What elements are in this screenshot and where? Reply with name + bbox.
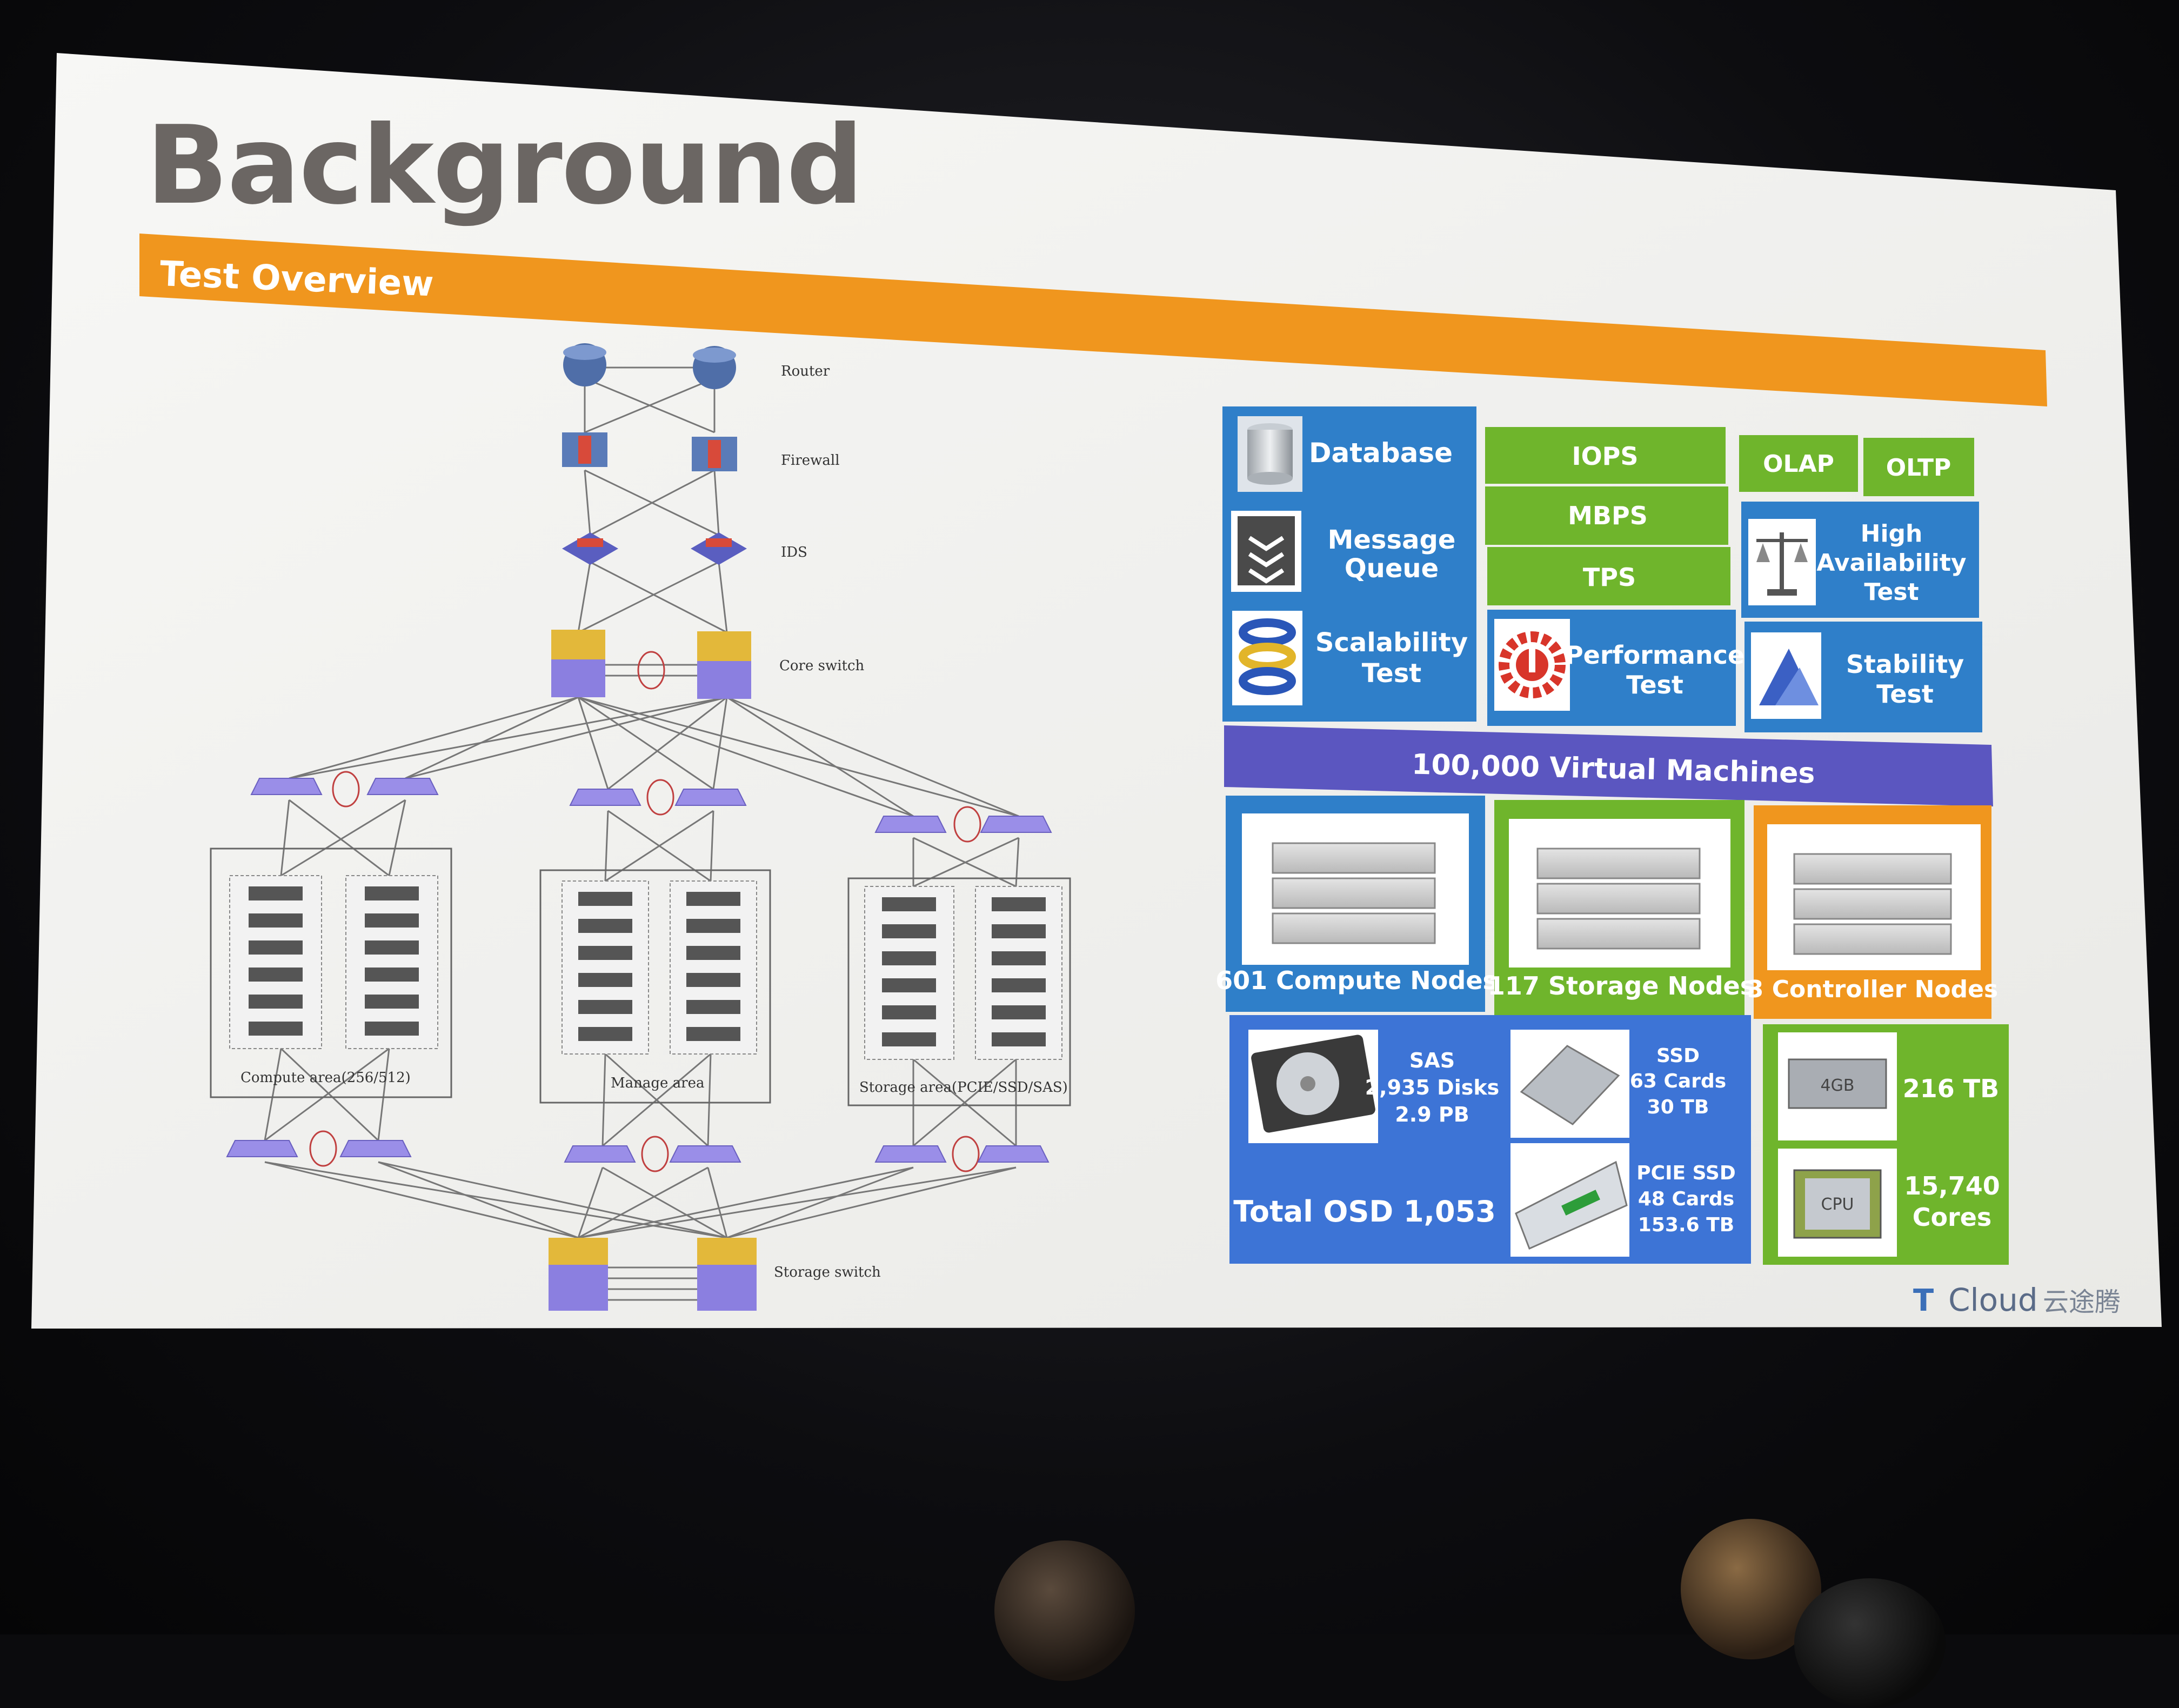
storage-switch-label: Storage switch [774, 1264, 881, 1280]
core-switch-label: Core switch [779, 658, 865, 674]
tps-label: TPS [1583, 563, 1636, 592]
projection-screen: Test Overview [31, 53, 2162, 1708]
mountain-icon [1751, 632, 1821, 719]
controller-nodes-label: 3 Controller Nodes [1747, 976, 1998, 1003]
sas-label: SAS [1409, 1049, 1455, 1072]
server-stack-icon [1793, 853, 1952, 955]
balance-scale-icon [1748, 519, 1816, 605]
router-icon [563, 343, 736, 389]
olap-label: OLAP [1763, 450, 1834, 478]
network-links [264, 366, 1020, 1301]
slide-canvas: Test Overview [31, 53, 2162, 1329]
oltp-label: OLTP [1886, 454, 1951, 482]
storage-switch-icon [549, 1238, 757, 1311]
footer-logo: T Cloud 云途腾 [1913, 1282, 2121, 1318]
storage-nodes-label: 117 Storage Nodes [1488, 971, 1755, 1000]
hard-disk-icon [1248, 1030, 1378, 1143]
ssd-icon [1510, 1030, 1629, 1138]
test-overview-grid: Database Message Queue Scalability Test … [1215, 406, 2009, 1265]
firewall-icon [562, 432, 737, 471]
footer-logo-cn: 云途腾 [2043, 1287, 2121, 1317]
performance-label-line1: Performance [1565, 640, 1744, 670]
audience-head [994, 1540, 1135, 1681]
memory-chip-icon: 4GB [1778, 1032, 1897, 1140]
footer-logo-icon: T [1913, 1283, 1934, 1318]
sas-capacity-label: 2.9 PB [1395, 1103, 1469, 1126]
message-queue-label-line1: Message [1328, 525, 1456, 555]
slide-title: Background [146, 103, 864, 229]
memory-label: 216 TB [1903, 1074, 1999, 1103]
ids-label: IDS [781, 544, 807, 561]
access-switch-icons [226, 778, 1052, 1163]
iops-tile [1485, 427, 1726, 484]
audience-head [1794, 1578, 1946, 1708]
high-availability-label-line3: Test [1864, 578, 1919, 606]
pcie-ssd-icon [1510, 1143, 1629, 1257]
scalability-label-line2: Test [1362, 658, 1421, 689]
mbps-label: MBPS [1568, 501, 1648, 530]
iops-label: IOPS [1572, 442, 1638, 471]
ram-chip-label: 4GB [1821, 1076, 1855, 1095]
compute-area-label: Compute area(256/512) [240, 1070, 411, 1086]
scalability-label-line1: Scalability [1315, 628, 1468, 658]
cpu-icon: CPU [1778, 1149, 1897, 1257]
pcie-ssd-cards-label: 48 Cards [1638, 1188, 1734, 1210]
compute-nodes-label: 601 Compute Nodes [1215, 966, 1498, 995]
cpu-cores-value: 15,740 [1904, 1171, 2000, 1200]
layers-icon [1231, 511, 1301, 592]
stability-label-line2: Test [1876, 679, 1934, 709]
message-queue-label-line2: Queue [1345, 553, 1439, 584]
oltp-tile [1863, 438, 1974, 496]
storage-area-label: Storage area(PCIE/SSD/SAS) [859, 1079, 1068, 1096]
link-aggregation-marks [309, 651, 981, 1172]
router-label: Router [781, 363, 830, 379]
server-stack-icon [1536, 848, 1701, 950]
server-racks [229, 875, 1062, 1060]
sas-disks-label: 2,935 Disks [1365, 1076, 1500, 1099]
footer-logo-text: Cloud [1948, 1282, 2038, 1318]
performance-label-line2: Test [1626, 670, 1683, 699]
performance-gauge-icon [1494, 619, 1570, 711]
stability-label-line1: Stability [1846, 650, 1964, 679]
olap-tile [1739, 435, 1858, 492]
total-osd-label: Total OSD 1,053 [1233, 1195, 1496, 1229]
ssd-cards-label: 63 Cards [1630, 1070, 1726, 1092]
manage-area-label: Manage area [611, 1075, 704, 1091]
section-bar [139, 233, 2047, 406]
ssd-capacity-label: 30 TB [1647, 1096, 1709, 1118]
network-diagram: Router Firewall IDS Core switch Storage … [210, 343, 1071, 1311]
cpu-cores-label: Cores [1913, 1203, 1992, 1232]
core-switch-icon [551, 630, 751, 699]
high-availability-label-line1: High [1861, 520, 1923, 548]
ssd-label: SSD [1656, 1045, 1700, 1067]
cpu-chip-label: CPU [1821, 1195, 1854, 1214]
scalability-icon [1232, 611, 1302, 705]
pcie-ssd-capacity-label: 153.6 TB [1638, 1214, 1734, 1236]
pcie-ssd-label: PCIE SSD [1636, 1162, 1735, 1184]
firewall-label: Firewall [781, 452, 840, 469]
database-label: Database [1309, 437, 1453, 469]
ids-icon [562, 532, 747, 565]
high-availability-label-line2: Availability [1816, 549, 1966, 577]
server-stack-icon [1272, 842, 1436, 944]
mbps-tile [1485, 486, 1728, 545]
tps-tile [1487, 547, 1730, 605]
virtual-machines-banner [1224, 725, 1993, 806]
database-icon [1238, 416, 1302, 492]
area-boxes [210, 848, 1071, 1106]
